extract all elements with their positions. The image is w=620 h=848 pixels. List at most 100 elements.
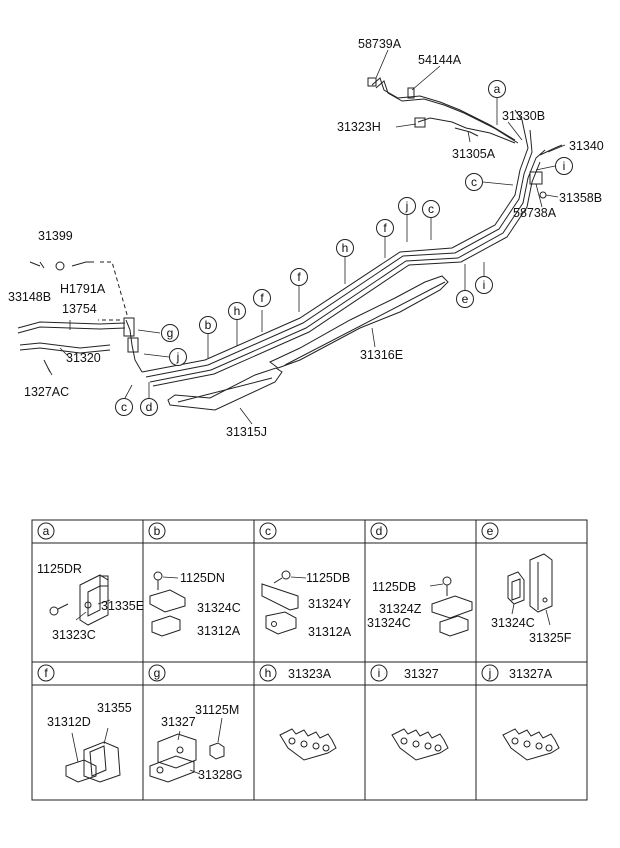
callout-f3-text: f	[260, 291, 264, 305]
clip-31312a	[151, 615, 181, 637]
callout-i1	[555, 157, 573, 175]
vent-tube-top-2	[375, 80, 519, 144]
leader-i1	[535, 165, 556, 171]
hose-13754-b	[17, 326, 126, 334]
leader-cell-d-1125db	[429, 583, 444, 587]
bracket-31325f	[529, 553, 553, 613]
cell-f-part-1: 31355	[97, 701, 132, 715]
callout-f2-text: f	[297, 270, 301, 284]
cell-d-part-1: 1125DB	[372, 580, 416, 594]
leader-j2	[143, 353, 170, 358]
bracket-31327	[157, 733, 197, 769]
cell-d-part-3: 31324C	[367, 616, 411, 630]
hose-31320-b	[19, 347, 111, 354]
callout-h2	[228, 302, 246, 320]
connector-31323h	[414, 117, 426, 128]
cell-g-part-2: 31327	[161, 715, 196, 729]
callout-g1	[161, 324, 179, 342]
bracket-31335e	[79, 574, 109, 626]
header-g: g	[154, 666, 161, 680]
leader-31358b	[545, 194, 559, 198]
bolt-1125dr-shank	[57, 603, 69, 610]
callout-c3	[115, 398, 133, 416]
header-circle-d	[370, 522, 388, 540]
header-part-j: 31327A	[509, 667, 553, 681]
nut-31125m	[209, 742, 225, 760]
clip-cluster	[123, 317, 135, 337]
vent-connector	[367, 77, 377, 87]
callout-e1-text: e	[462, 292, 469, 306]
fuel-tube-3	[149, 149, 546, 383]
clip-31328g-hole	[156, 766, 164, 774]
header-h: h	[265, 666, 272, 680]
leader-31340	[547, 144, 566, 153]
clip-31327a	[502, 728, 560, 761]
label-31316e: 31316E	[360, 348, 403, 362]
clip-31323a	[279, 728, 337, 761]
header-circle-g	[148, 664, 166, 682]
label-31399: 31399	[38, 229, 73, 243]
leader-31330b	[507, 121, 523, 141]
leader-g1	[137, 329, 161, 334]
callout-f3	[253, 289, 271, 307]
cell-f-drawing	[65, 741, 121, 783]
callout-j1	[398, 197, 416, 215]
callout-h2-text: h	[234, 304, 241, 318]
bolt-31358b	[539, 191, 547, 199]
header-j: j	[488, 666, 492, 680]
cell-c-part-2: 31324Y	[308, 597, 352, 611]
leader-cell-g-31328g	[189, 769, 201, 775]
leader-cell-a-31323c	[75, 611, 87, 621]
hole-31323c	[84, 601, 92, 609]
leader-c1	[482, 181, 514, 186]
callout-d1-text: d	[146, 400, 153, 414]
callout-b1-text: b	[205, 318, 212, 332]
bracket-31335e-inner	[87, 585, 101, 617]
clip-31327	[391, 728, 449, 761]
callout-c2-text: c	[428, 202, 434, 216]
bracket-31355-inner	[89, 745, 107, 777]
callout-f2	[290, 268, 308, 286]
callout-e1	[456, 290, 474, 308]
leader-cell-f-31355	[103, 727, 109, 745]
leader-cell-f-31312d	[71, 732, 79, 763]
header-e: e	[487, 524, 494, 538]
cell-b-part-1: 1125DN	[180, 571, 225, 585]
part-31399	[55, 261, 65, 271]
protector-31315j	[167, 367, 283, 411]
leader-58738a	[535, 183, 543, 208]
cell-e-part-2: 31325F	[529, 631, 572, 645]
cell-b-part-2: 31324C	[197, 601, 241, 615]
tube-31305a	[454, 127, 479, 137]
label-54144a: 54144A	[418, 53, 462, 67]
label-31330b: 31330B	[502, 109, 545, 123]
bracket-31324c	[149, 589, 186, 613]
header-circle-h	[259, 664, 277, 682]
cell-a-part-1: 1125DR	[37, 562, 82, 576]
callout-a1-text: a	[494, 82, 501, 96]
callout-g1-text: g	[167, 326, 174, 340]
leader-dash-1	[100, 261, 129, 319]
callout-i2	[475, 276, 493, 294]
callout-b1	[199, 316, 217, 334]
label-31305a: 31305A	[452, 147, 496, 161]
label-31315j: 31315J	[226, 425, 267, 439]
callout-i1-text: i	[563, 159, 566, 173]
leader-31305a	[467, 130, 471, 143]
callout-c1-text: c	[471, 175, 477, 189]
cell-g-part-1: 31125M	[195, 703, 239, 717]
leader-58739a	[375, 49, 389, 79]
leader-cell-g-31327	[177, 730, 181, 741]
cell-d-drawing	[431, 576, 473, 637]
protector-31315j-rib	[177, 377, 273, 403]
callout-d1	[140, 398, 158, 416]
parts-table	[31, 519, 588, 801]
bolt-1125dn-head	[153, 571, 163, 581]
header-circle-b	[148, 522, 166, 540]
cell-c-part-1: 1125DB	[306, 571, 350, 585]
cell-b-drawing	[149, 571, 186, 637]
leader-cell-g-31125m	[217, 717, 223, 743]
header-circle-j	[481, 664, 499, 682]
bracket-31327-hole	[176, 746, 184, 754]
